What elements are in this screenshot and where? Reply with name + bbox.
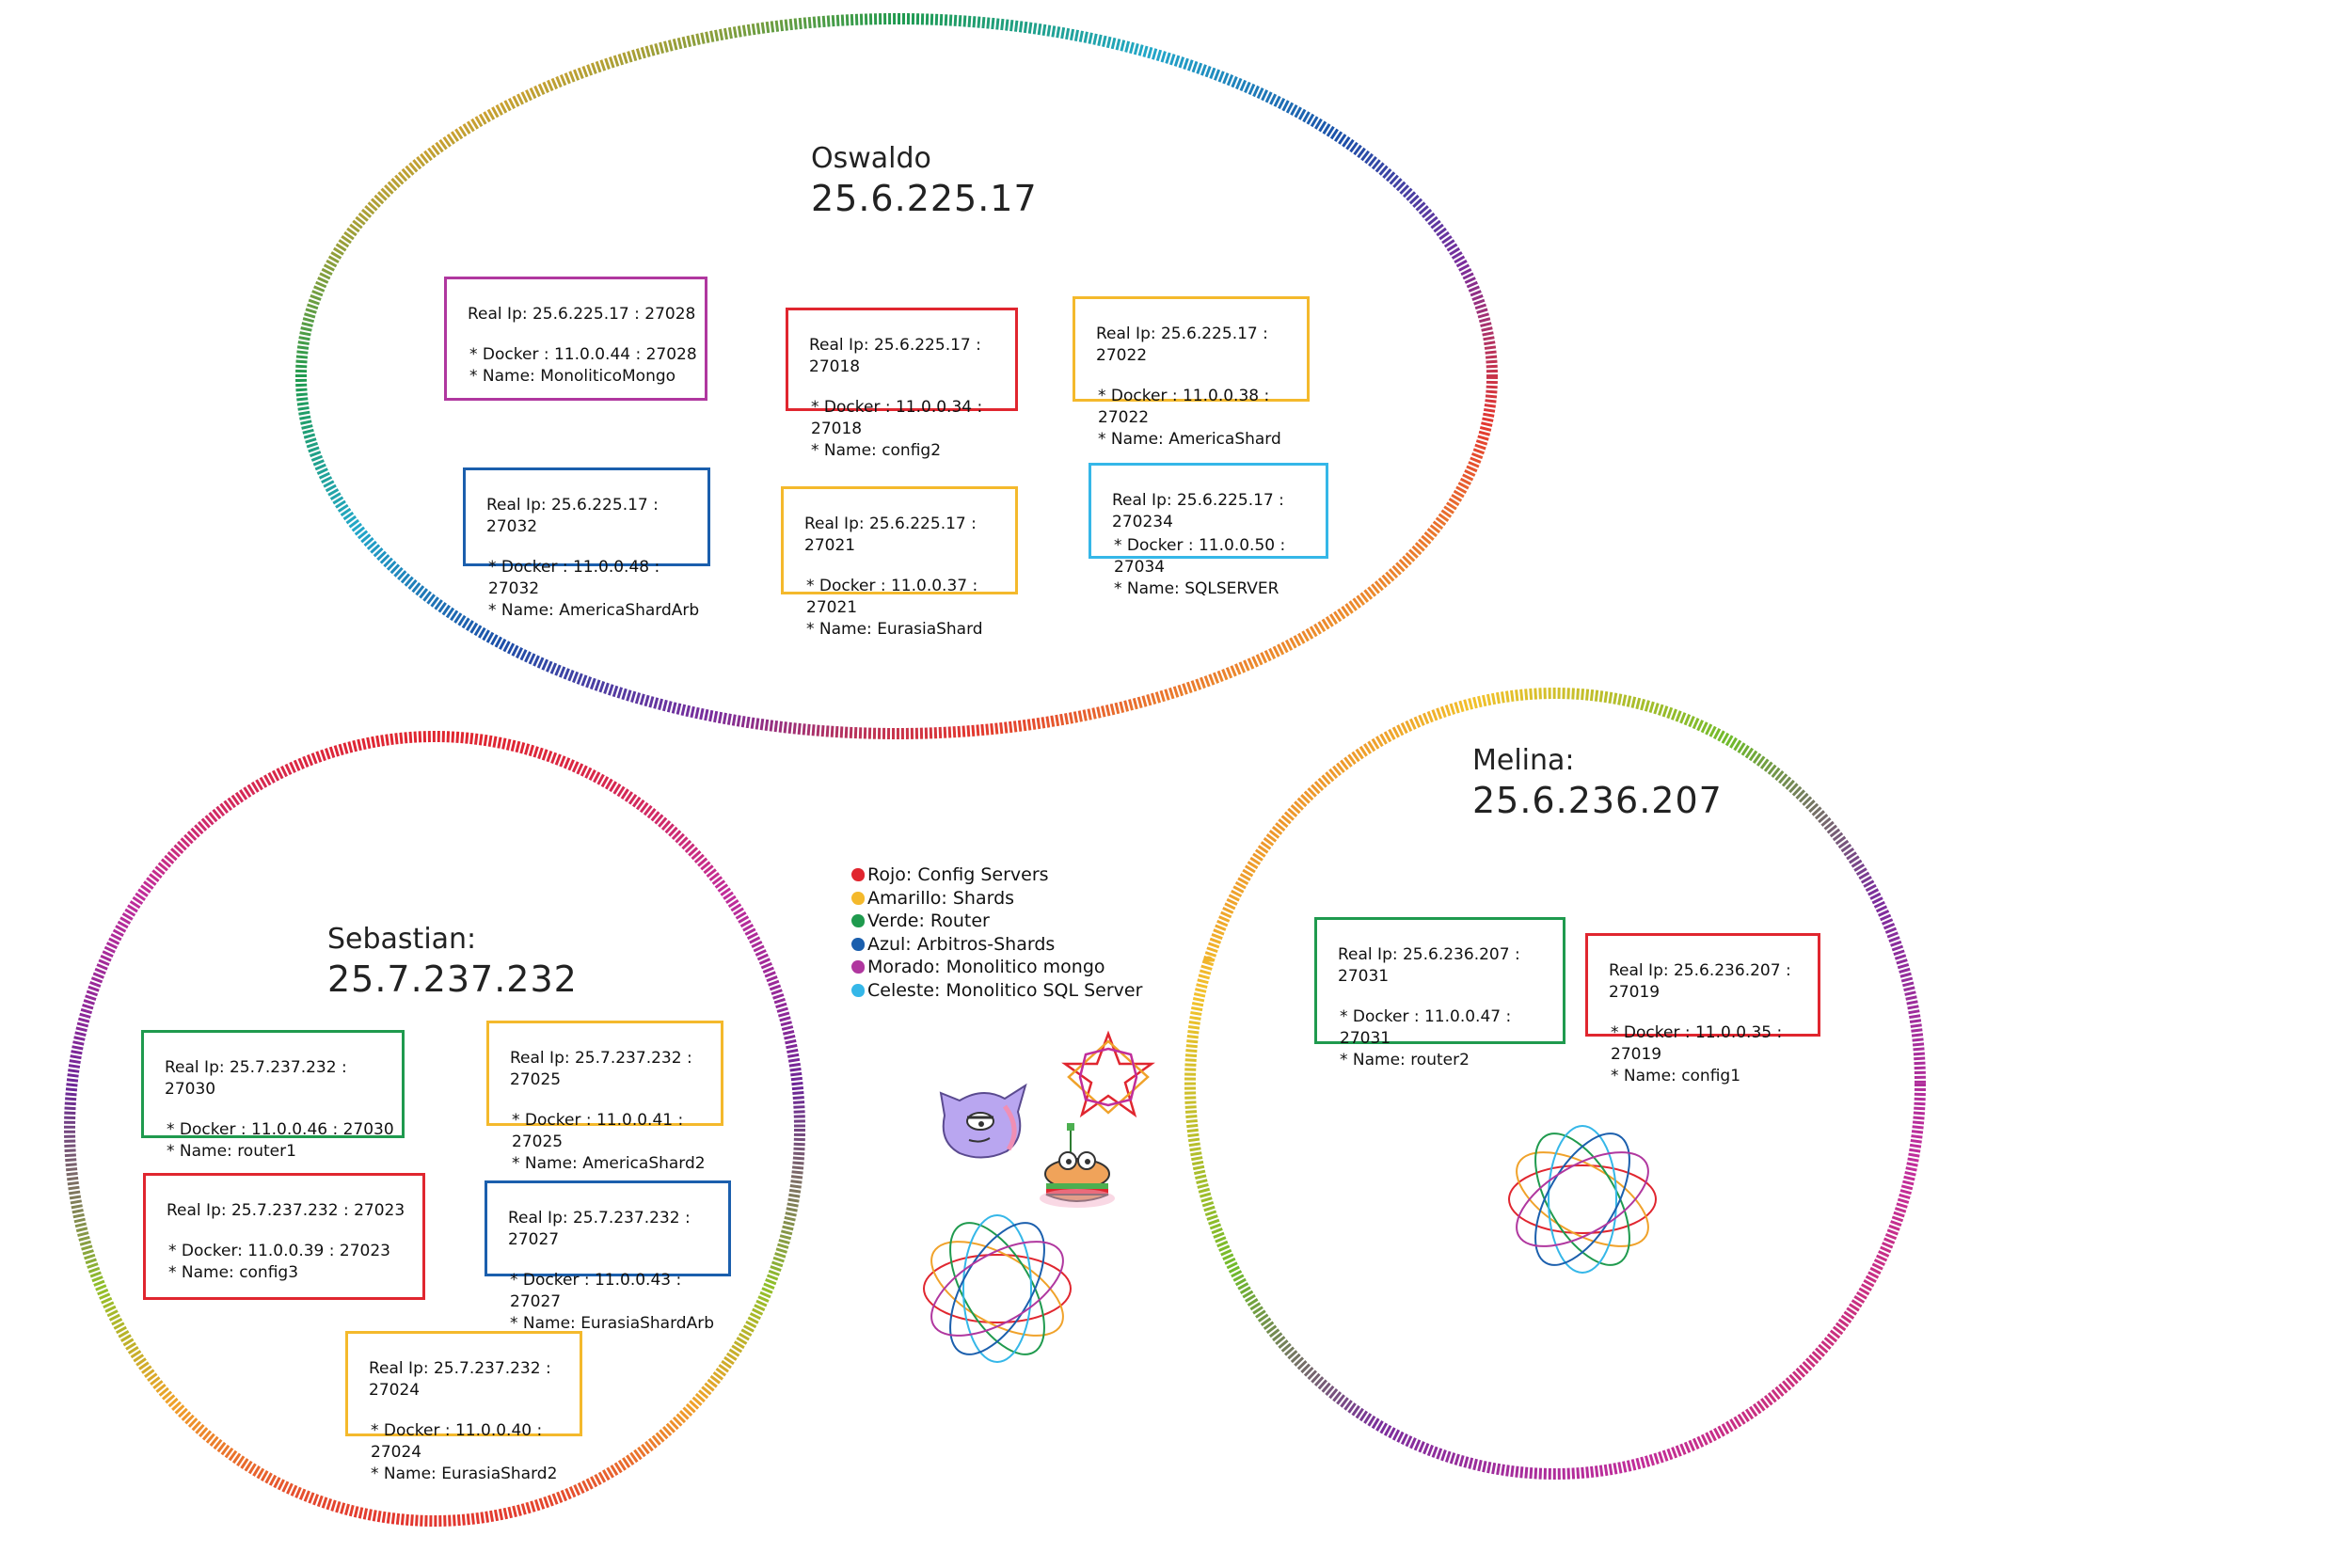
node-name: * Name: config1 (1611, 1066, 1741, 1085)
legend-label: Rojo: Config Servers (867, 864, 1049, 885)
legend-dot-icon (851, 960, 865, 974)
host-title-melina: Melina: 25.6.236.207 (1472, 743, 1723, 823)
node-docker: * Docker : 11.0.0.44 : 27028 (469, 344, 697, 364)
host-ring-sebastian (64, 731, 805, 1527)
node-docker: * Docker : 11.0.0.50 : 27034 (1114, 535, 1286, 577)
legend-item: Morado: Monolitico mongo (851, 956, 1142, 979)
node-real-ip: Real Ip: 25.6.225.17 : 270234 (1112, 491, 1284, 531)
legend-label: Celeste: Monolitico SQL Server (867, 979, 1143, 1001)
legend-item: Celeste: Monolitico SQL Server (851, 979, 1142, 1003)
node-real-ip: Real Ip: 25.7.237.232 : 27024 (369, 1359, 551, 1400)
node-box: Real Ip: 25.7.237.232 : 27027 * Docker :… (485, 1180, 731, 1333)
legend-label: Azul: Arbitros-Shards (867, 933, 1056, 955)
node-name: * Name: AmericaShardArb (488, 600, 700, 620)
orbit-flower-icon (923, 1214, 1072, 1363)
node-real-ip: Real Ip: 25.7.237.232 : 27027 (508, 1209, 691, 1249)
legend-label: Verde: Router (867, 911, 990, 931)
node-box: Real Ip: 25.6.236.207 : 27019 * Docker :… (1585, 933, 1820, 1085)
node-docker: * Docker: 11.0.0.39 : 27023 (168, 1241, 390, 1260)
node-real-ip: Real Ip: 25.6.236.207 : 27019 (1609, 961, 1791, 1002)
node-real-ip: Real Ip: 25.6.236.207 : 27031 (1338, 945, 1520, 986)
node-docker: * Docker : 11.0.0.35 : 27019 (1611, 1022, 1783, 1064)
legend-dot-icon (851, 914, 865, 928)
legend-item: Amarillo: Shards (851, 887, 1142, 911)
node-docker: * Docker : 11.0.0.34 : 27018 (811, 397, 983, 438)
node-box: Real Ip: 25.7.237.232 : 27023 * Docker: … (143, 1173, 425, 1300)
legend-label: Amarillo: Shards (867, 887, 1015, 909)
node-real-ip: Real Ip: 25.7.237.232 : 27030 (165, 1058, 347, 1099)
host-ip: 25.7.237.232 (327, 958, 578, 1000)
node-name: * Name: config2 (811, 440, 942, 460)
legend-item: Verde: Router (851, 910, 1142, 933)
node-real-ip: Real Ip: 25.6.225.17 : 27032 (486, 496, 659, 536)
node-real-ip: Real Ip: 25.6.225.17 : 27022 (1096, 325, 1268, 365)
node-box: Real Ip: 25.6.236.207 : 27031 * Docker :… (1314, 917, 1565, 1069)
node-real-ip: Real Ip: 25.6.225.17 : 27021 (804, 515, 977, 555)
node-real-ip: Real Ip: 25.6.225.17 : 27018 (809, 336, 981, 376)
legend-dot-icon (851, 983, 865, 997)
host-name: Melina: (1472, 744, 1575, 777)
node-box: Real Ip: 25.7.237.232 : 27030 * Docker :… (141, 1030, 405, 1161)
host-name: Oswaldo (811, 142, 931, 175)
node-box: Real Ip: 25.7.237.232 : 27025 * Docker :… (486, 1021, 723, 1173)
node-box: Real Ip: 25.6.225.17 : 270234 * Docker :… (1089, 463, 1328, 598)
node-name: * Name: AmericaShard2 (512, 1153, 706, 1173)
node-name: * Name: router2 (1340, 1050, 1470, 1069)
node-docker: * Docker : 11.0.0.38 : 27022 (1098, 386, 1270, 427)
host-name: Sebastian: (327, 923, 477, 956)
host-title-oswaldo: Oswaldo 25.6.225.17 (811, 141, 1038, 221)
node-name: * Name: EurasiaShard2 (371, 1464, 558, 1483)
node-name: * Name: router1 (167, 1141, 296, 1161)
legend-dot-icon (851, 891, 865, 905)
node-name: * Name: config3 (168, 1262, 299, 1282)
node-box: Real Ip: 25.6.225.17 : 27018 * Docker : … (786, 308, 1018, 460)
node-name: * Name: EurasiaShard (806, 619, 983, 639)
node-box: Real Ip: 25.6.225.17 : 27022 * Docker : … (1073, 296, 1310, 449)
node-real-ip: Real Ip: 25.6.225.17 : 27028 (468, 305, 696, 324)
node-name: * Name: AmericaShard (1098, 429, 1281, 449)
node-docker: * Docker : 11.0.0.40 : 27024 (371, 1420, 543, 1462)
node-docker: * Docker : 11.0.0.41 : 27025 (512, 1110, 684, 1151)
node-box: Real Ip: 25.6.225.17 : 27028 * Docker : … (444, 277, 707, 401)
node-real-ip: Real Ip: 25.7.237.232 : 27025 (510, 1049, 692, 1089)
node-box: Real Ip: 25.6.225.17 : 27021 * Docker : … (781, 486, 1018, 639)
star-sticker-icon (1061, 1030, 1155, 1118)
node-name: * Name: MonoliticoMongo (469, 366, 676, 386)
node-docker: * Docker : 11.0.0.47 : 27031 (1340, 1006, 1512, 1048)
node-box: Real Ip: 25.7.237.232 : 27024 * Docker :… (345, 1331, 582, 1483)
node-box: Real Ip: 25.6.225.17 : 27032 * Docker : … (463, 467, 710, 620)
legend-label: Morado: Monolitico mongo (867, 957, 1105, 977)
legend-item: Azul: Arbitros-Shards (851, 933, 1142, 957)
node-docker: * Docker : 11.0.0.37 : 27021 (806, 576, 978, 617)
node-name: * Name: SQLSERVER (1114, 578, 1279, 598)
node-name: * Name: EurasiaShardArb (510, 1313, 714, 1333)
node-real-ip: Real Ip: 25.7.237.232 : 27023 (167, 1201, 405, 1220)
orbit-flower-icon (1508, 1125, 1657, 1274)
host-ring-oswaldo (295, 13, 1498, 739)
node-docker: * Docker : 11.0.0.46 : 27030 (167, 1119, 394, 1139)
node-docker: * Docker : 11.0.0.43 : 27027 (510, 1270, 682, 1311)
host-ip: 25.6.225.17 (811, 177, 1038, 219)
host-ring-melina (1184, 688, 1926, 1480)
legend-item: Rojo: Config Servers (851, 863, 1142, 887)
legend-dot-icon (851, 937, 865, 951)
monster-sticker-icon (939, 1083, 1027, 1159)
host-title-sebastian: Sebastian: 25.7.237.232 (327, 922, 578, 1002)
color-legend: Rojo: Config Servers Amarillo: Shards Ve… (851, 863, 1142, 1002)
legend-dot-icon (851, 868, 865, 882)
node-docker: * Docker : 11.0.0.48 : 27032 (488, 557, 660, 598)
burger-sticker-icon (1040, 1123, 1115, 1208)
host-ip: 25.6.236.207 (1472, 779, 1723, 821)
